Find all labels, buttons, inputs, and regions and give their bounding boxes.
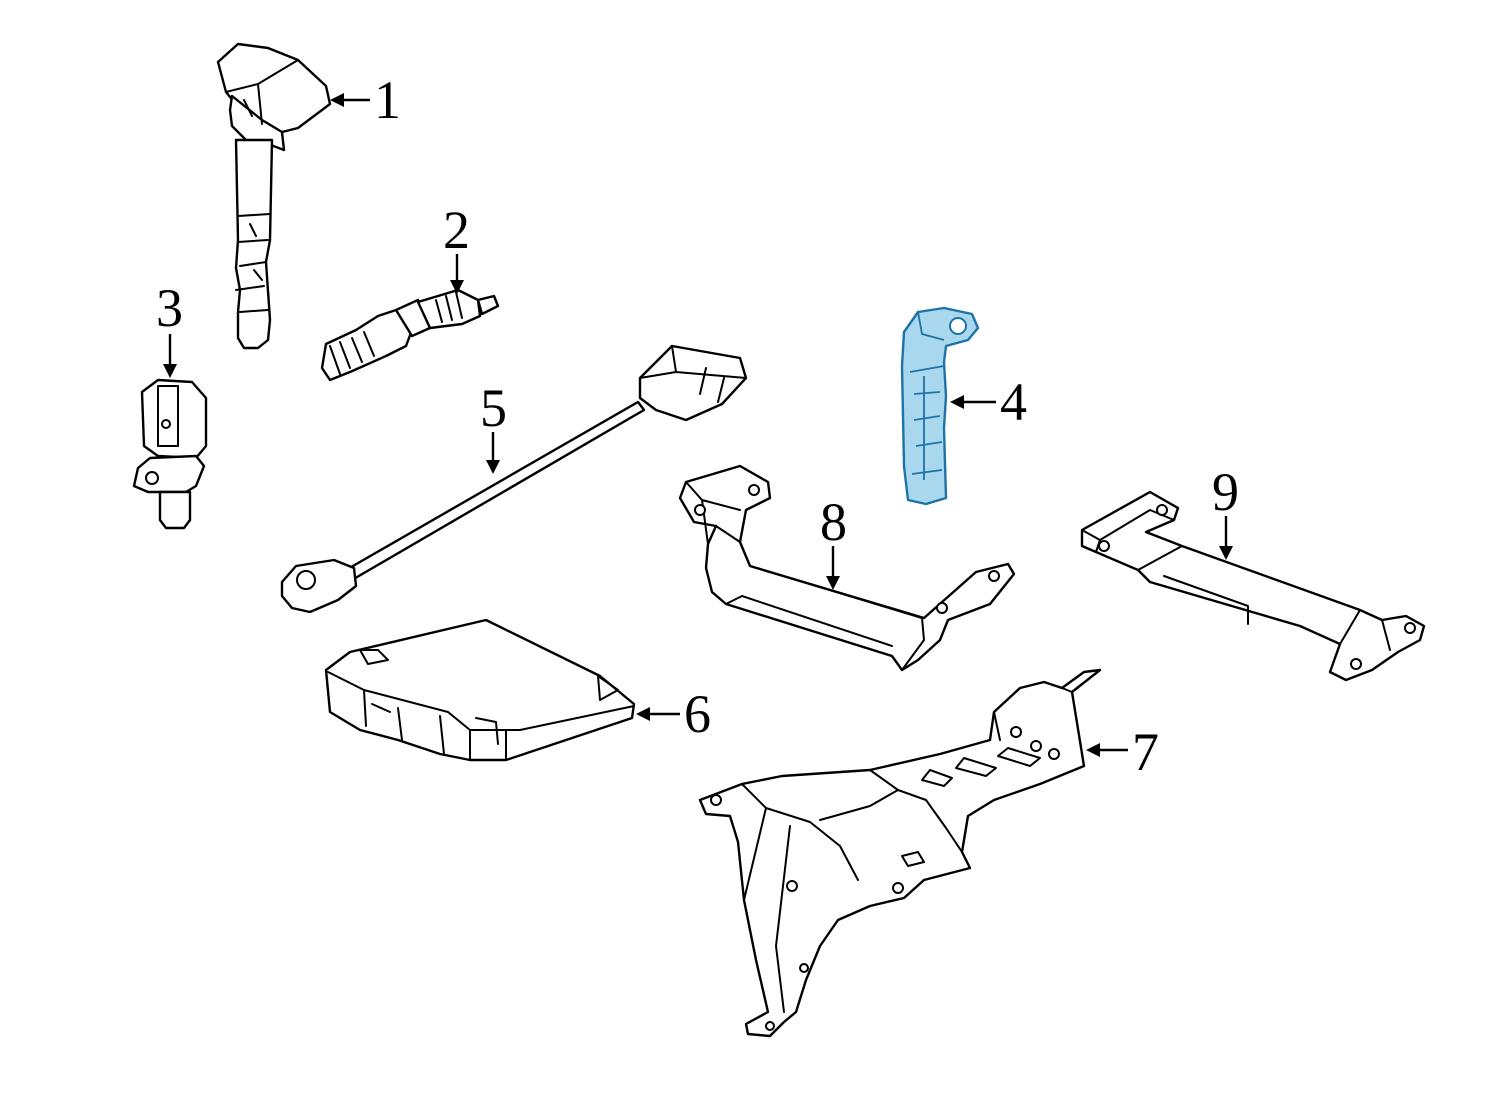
callout-labels: 1 2 3 4 5 6 7 8 9 (156, 70, 1239, 782)
part-7-mounting-bracket[interactable] (698, 668, 1102, 1038)
callout-4: 4 (1000, 372, 1027, 432)
callout-9: 9 (1212, 462, 1239, 522)
callout-6: 6 (684, 684, 711, 744)
callout-7: 7 (1132, 722, 1159, 782)
part-3-position-sensor[interactable] (132, 378, 208, 530)
callout-5: 5 (480, 378, 507, 438)
part-1-ignition-coil[interactable] (216, 42, 332, 350)
callout-1: 1 (374, 70, 401, 130)
part-6-control-module[interactable] (324, 618, 636, 762)
part-9-bracket[interactable] (1080, 490, 1426, 682)
part-2-spark-plug[interactable] (320, 288, 500, 382)
callout-8: 8 (820, 492, 847, 552)
part-8-bracket[interactable] (678, 464, 1016, 672)
callout-3: 3 (156, 278, 183, 338)
part-4-sensor-highlighted[interactable] (900, 306, 980, 506)
callout-arrows (163, 93, 1233, 757)
part-5-sensor-cable[interactable] (280, 344, 748, 614)
callout-2: 2 (443, 200, 470, 260)
